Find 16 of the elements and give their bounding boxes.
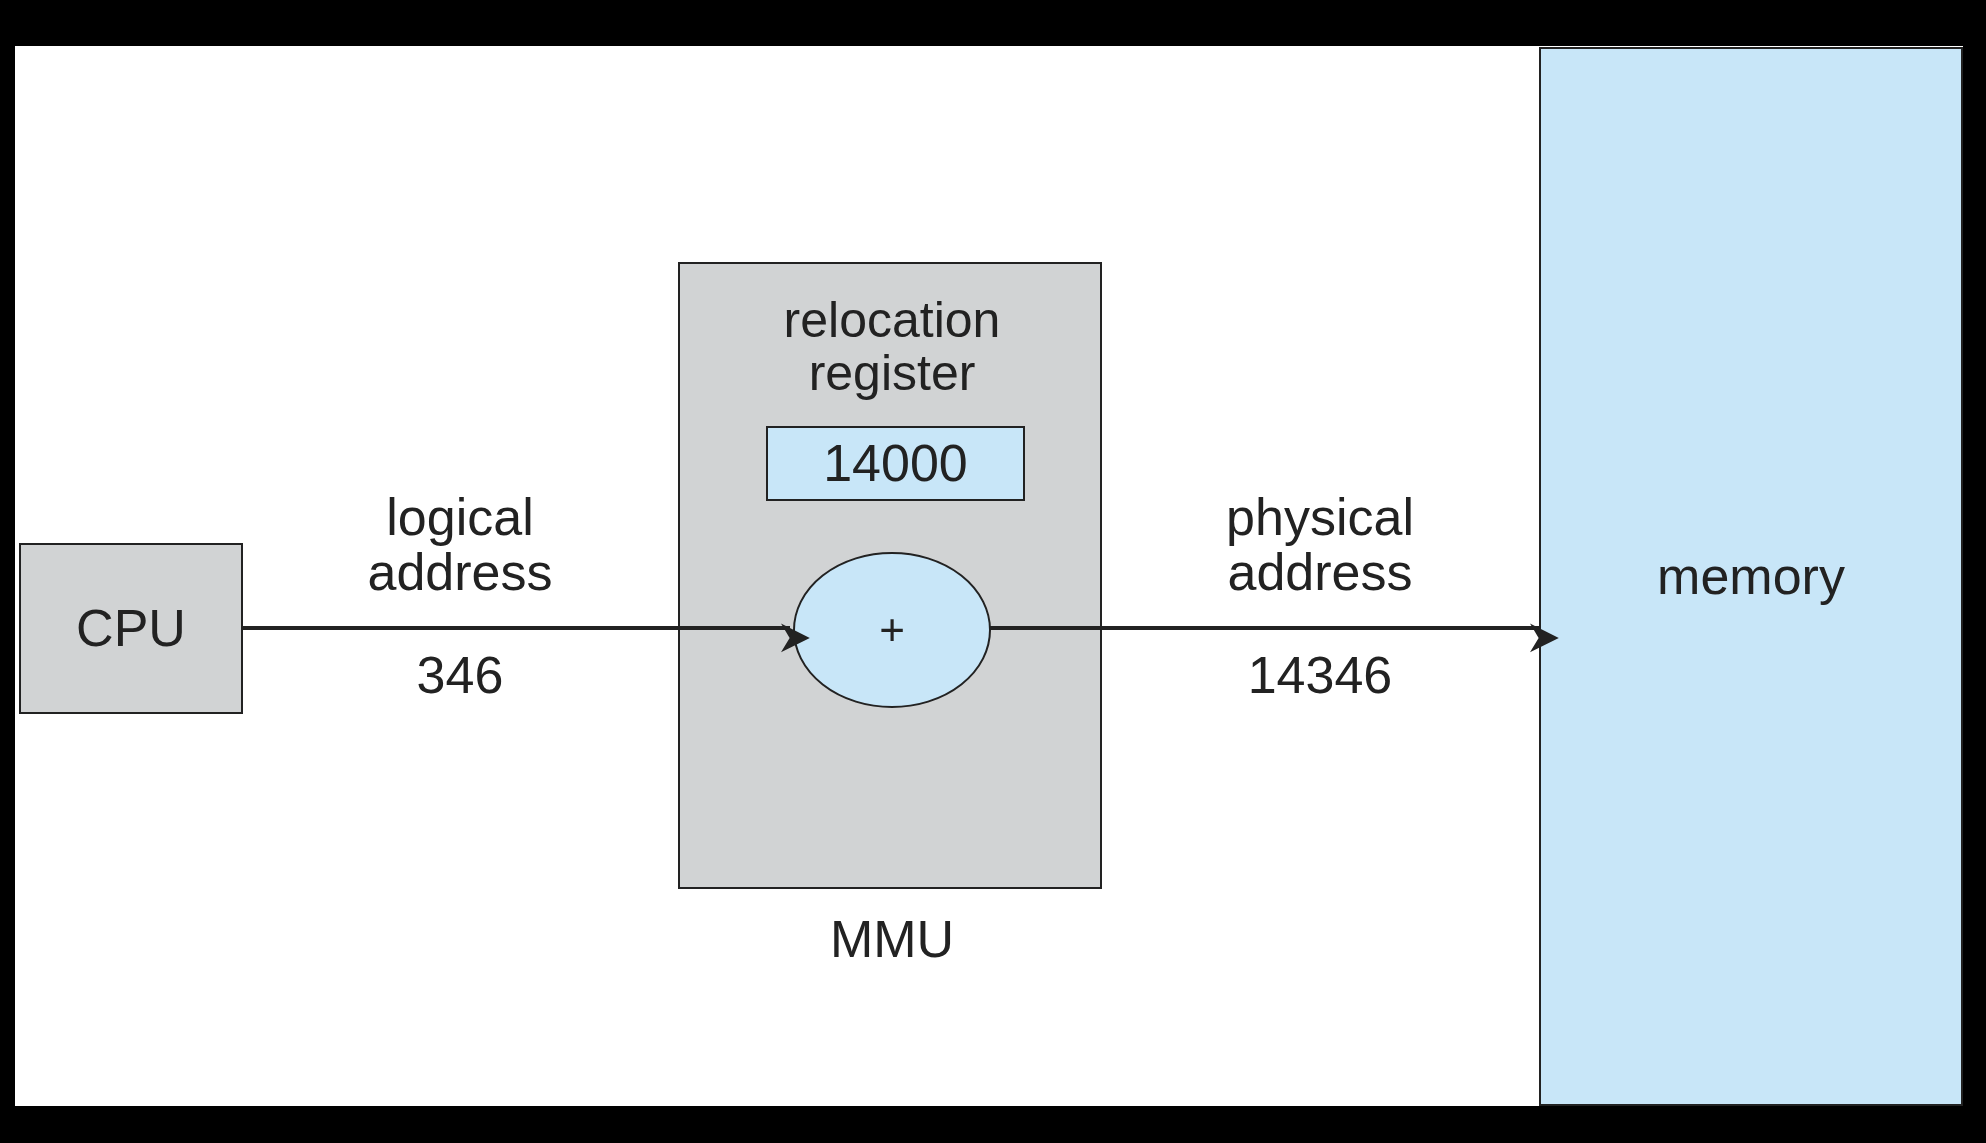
adder-circle <box>792 551 992 709</box>
address-value: 14346 <box>1246 647 1394 705</box>
box-label: CPU <box>76 599 186 658</box>
register-box <box>766 426 1025 501</box>
box-label: 14000 <box>823 434 968 493</box>
edge-label: logical address <box>366 490 554 600</box>
box-label: + <box>879 605 905 655</box>
arrow <box>243 623 810 653</box>
register-caption: relocation register <box>782 294 1002 399</box>
box-label: memory <box>1657 547 1845 606</box>
box-label: MMU <box>828 911 956 969</box>
arrow <box>990 623 1559 653</box>
cpu-box <box>19 543 243 714</box>
address-value: 346 <box>415 647 505 705</box>
edge-label: physical address <box>1225 490 1415 600</box>
memory-box <box>1539 47 1963 1106</box>
